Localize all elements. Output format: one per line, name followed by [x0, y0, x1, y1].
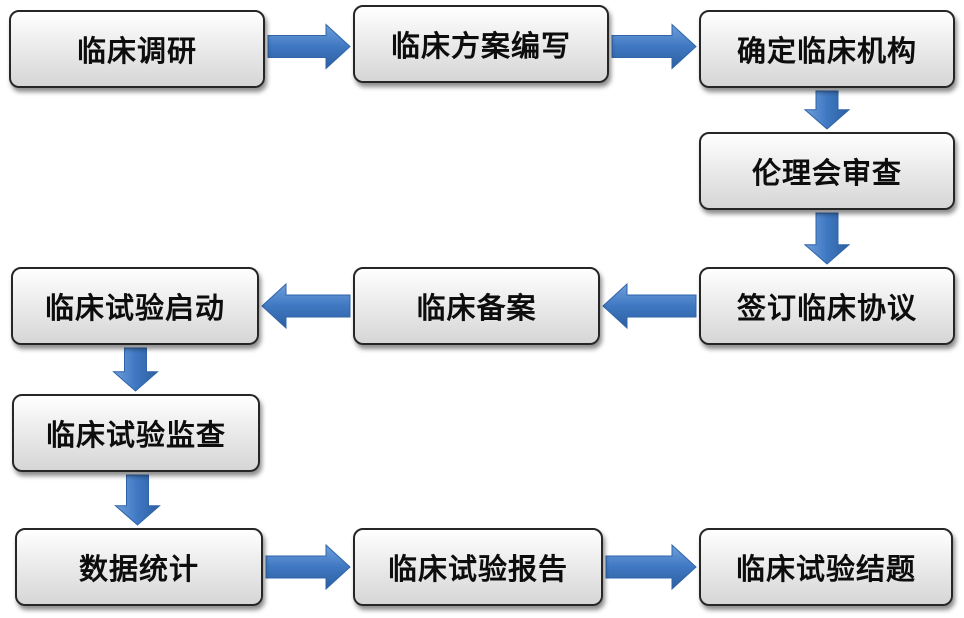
flow-arrow-n8-to-n9	[114, 474, 161, 526]
node-label: 临床方案编写	[390, 29, 571, 63]
node-label: 数据统计	[78, 552, 199, 586]
node-label: 临床试验监查	[45, 418, 226, 452]
node-trial-report: 临床试验报告	[353, 528, 603, 606]
node-label: 临床调研	[76, 34, 197, 68]
flow-arrow-n4-to-n5	[803, 212, 851, 265]
flow-arrow-n6-to-n7	[261, 282, 351, 330]
flow-arrow-n5-to-n6	[602, 282, 697, 330]
node-label: 临床备案	[416, 291, 537, 325]
node-trial-monitoring: 临床试验监查	[12, 394, 260, 472]
flow-arrow-n1-to-n2	[267, 23, 351, 70]
node-label: 临床试验结题	[735, 552, 916, 586]
node-ethics-review: 伦理会审查	[699, 132, 955, 210]
node-sign-agreement: 签订临床协议	[699, 267, 955, 345]
flow-arrow-n9-to-n10	[265, 543, 351, 591]
node-trial-closure: 临床试验结题	[699, 528, 953, 606]
node-clinical-research: 临床调研	[9, 10, 265, 88]
flow-arrow-n10-to-n11	[605, 543, 697, 591]
node-trial-start: 临床试验启动	[11, 267, 259, 345]
flow-arrow-n3-to-n4	[803, 90, 851, 130]
node-select-institution: 确定临床机构	[699, 10, 955, 88]
node-data-statistics: 数据统计	[15, 528, 263, 606]
node-label: 确定临床机构	[736, 34, 917, 68]
node-protocol-writing: 临床方案编写	[353, 5, 609, 83]
node-label: 签订临床协议	[736, 291, 917, 325]
node-clinical-filing: 临床备案	[353, 267, 600, 345]
node-label: 临床试验启动	[44, 291, 225, 325]
flow-arrow-n2-to-n3	[611, 23, 697, 70]
node-label: 伦理会审查	[751, 156, 902, 190]
node-label: 临床试验报告	[387, 552, 568, 586]
flow-arrow-n7-to-n8	[112, 347, 159, 392]
